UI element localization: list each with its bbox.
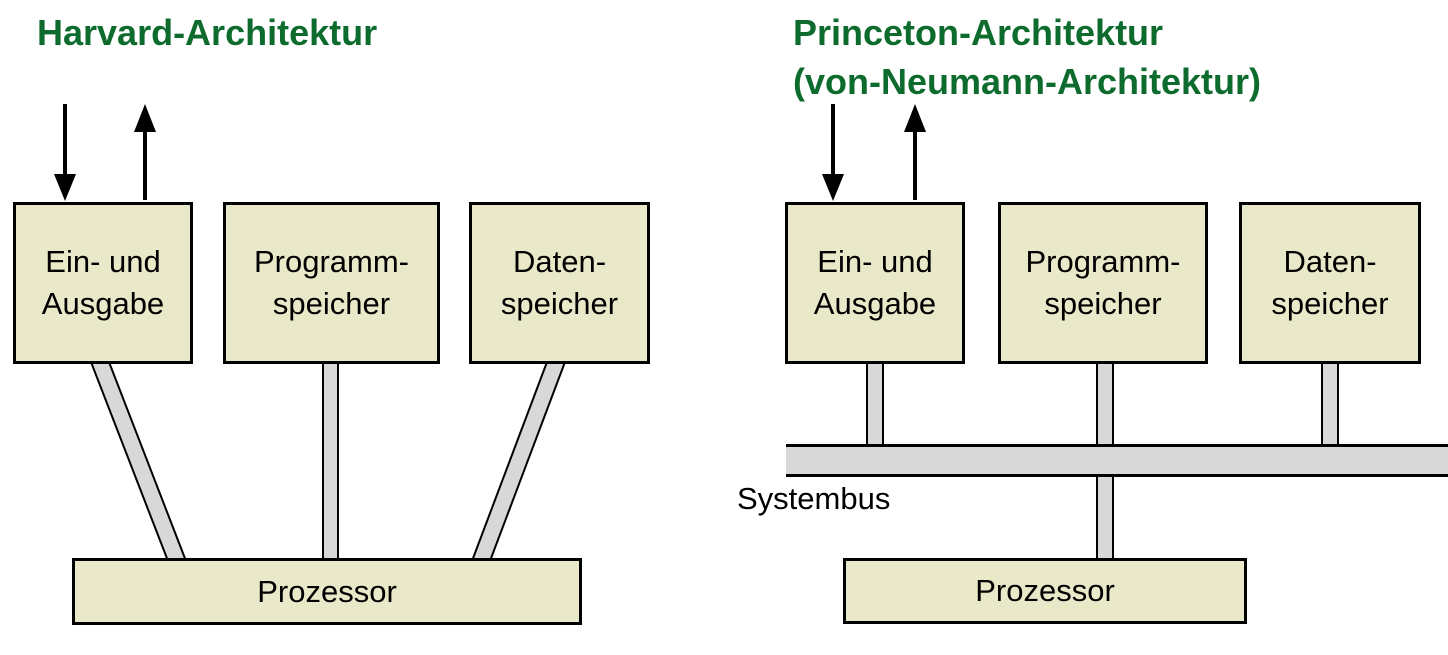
princeton-program-label-line2: speicher: [1044, 286, 1162, 321]
princeton-title-line2: (von-Neumann-Architektur): [793, 61, 1262, 102]
arrow-up-icon: [904, 104, 926, 200]
harvard-connector-data: [470, 361, 567, 562]
princeton-io-box: Ein- und Ausgabe: [785, 202, 965, 364]
princeton-program-memory-box: Programm- speicher: [998, 202, 1208, 364]
harvard-processor-box: Prozessor: [72, 558, 582, 625]
harvard-title: Harvard-Architektur: [37, 12, 378, 53]
princeton-connector-data: [1321, 361, 1339, 449]
harvard-connector-program: [322, 361, 339, 562]
princeton-io-label-line1: Ein- und: [817, 244, 933, 279]
arrow-up-icon: [134, 104, 156, 200]
harvard-program-label-line2: speicher: [272, 286, 391, 321]
harvard-data-label-line1: Daten-: [512, 244, 607, 279]
harvard-program-memory-box: Programm- speicher: [223, 202, 440, 364]
princeton-title: Princeton-Architektur (von-Neumann-Archi…: [793, 8, 1261, 106]
princeton-io-label-line2: Ausgabe: [813, 286, 937, 321]
harvard-connector-io: [89, 361, 188, 562]
princeton-program-label-line1: Programm-: [1025, 244, 1181, 279]
harvard-io-label-line1: Ein- und: [45, 244, 161, 279]
arrow-down-icon: [54, 104, 76, 201]
systembus-label: Systembus: [737, 481, 891, 516]
princeton-data-label-line2: speicher: [1271, 286, 1389, 321]
systembus-bar: [786, 444, 1448, 477]
princeton-processor-label: Prozessor: [975, 573, 1115, 608]
princeton-connector-io: [866, 361, 884, 449]
harvard-io-label-line2: Ausgabe: [41, 286, 165, 321]
princeton-processor-box: Prozessor: [843, 558, 1247, 624]
harvard-data-memory-box: Daten- speicher: [469, 202, 650, 364]
princeton-title-line1: Princeton-Architektur: [793, 12, 1164, 53]
harvard-io-box: Ein- und Ausgabe: [13, 202, 193, 364]
harvard-program-label-line1: Programm-: [253, 244, 409, 279]
arrow-down-icon: [822, 104, 844, 201]
princeton-data-memory-box: Daten- speicher: [1239, 202, 1421, 364]
harvard-processor-label: Prozessor: [257, 573, 397, 609]
harvard-data-label-line2: speicher: [500, 286, 619, 321]
princeton-data-label-line1: Daten-: [1283, 244, 1377, 279]
